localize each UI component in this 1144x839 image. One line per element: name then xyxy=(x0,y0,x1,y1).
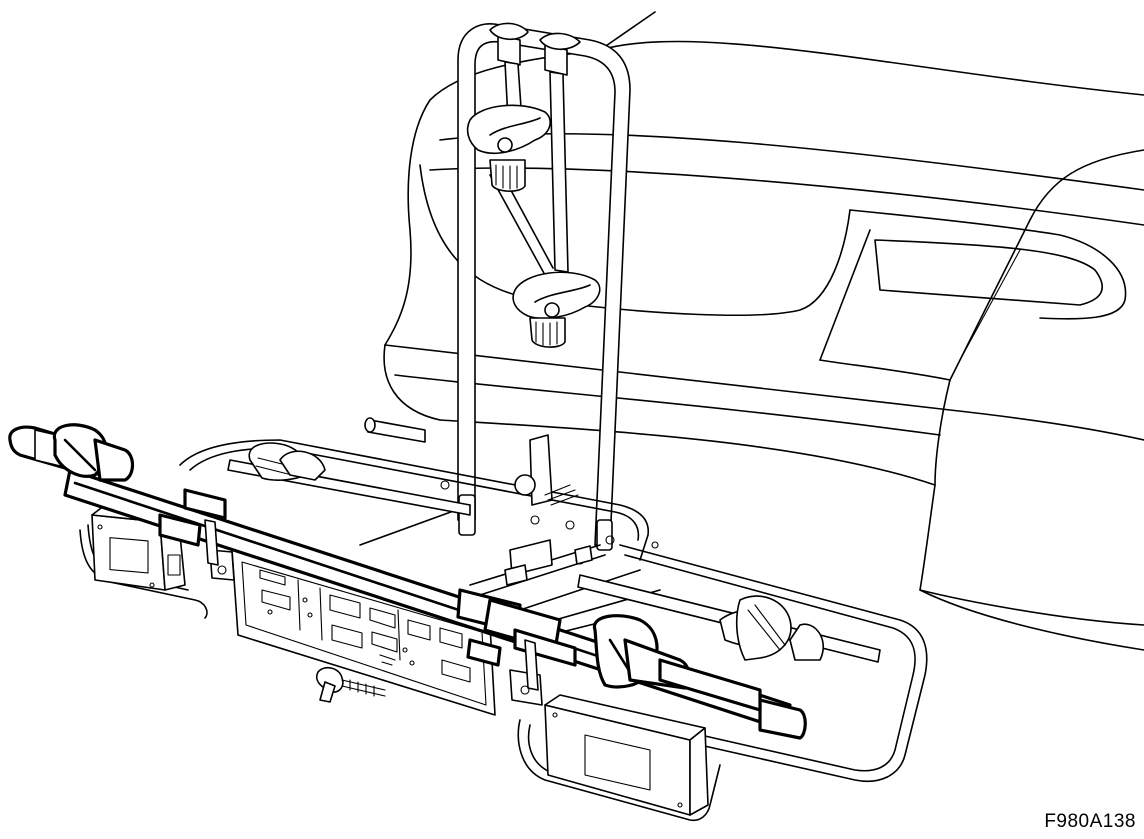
right-light-unit xyxy=(517,694,721,822)
wheel-straps xyxy=(248,442,825,661)
folded-bike-bar xyxy=(8,423,807,740)
figure-code-label: F980A138 xyxy=(1044,811,1136,832)
locking-knob xyxy=(315,666,386,703)
upper-frame-holder xyxy=(466,104,551,192)
carrier-mast xyxy=(457,22,631,551)
car-rear-body xyxy=(383,11,1144,651)
lower-frame-holder xyxy=(512,271,601,348)
